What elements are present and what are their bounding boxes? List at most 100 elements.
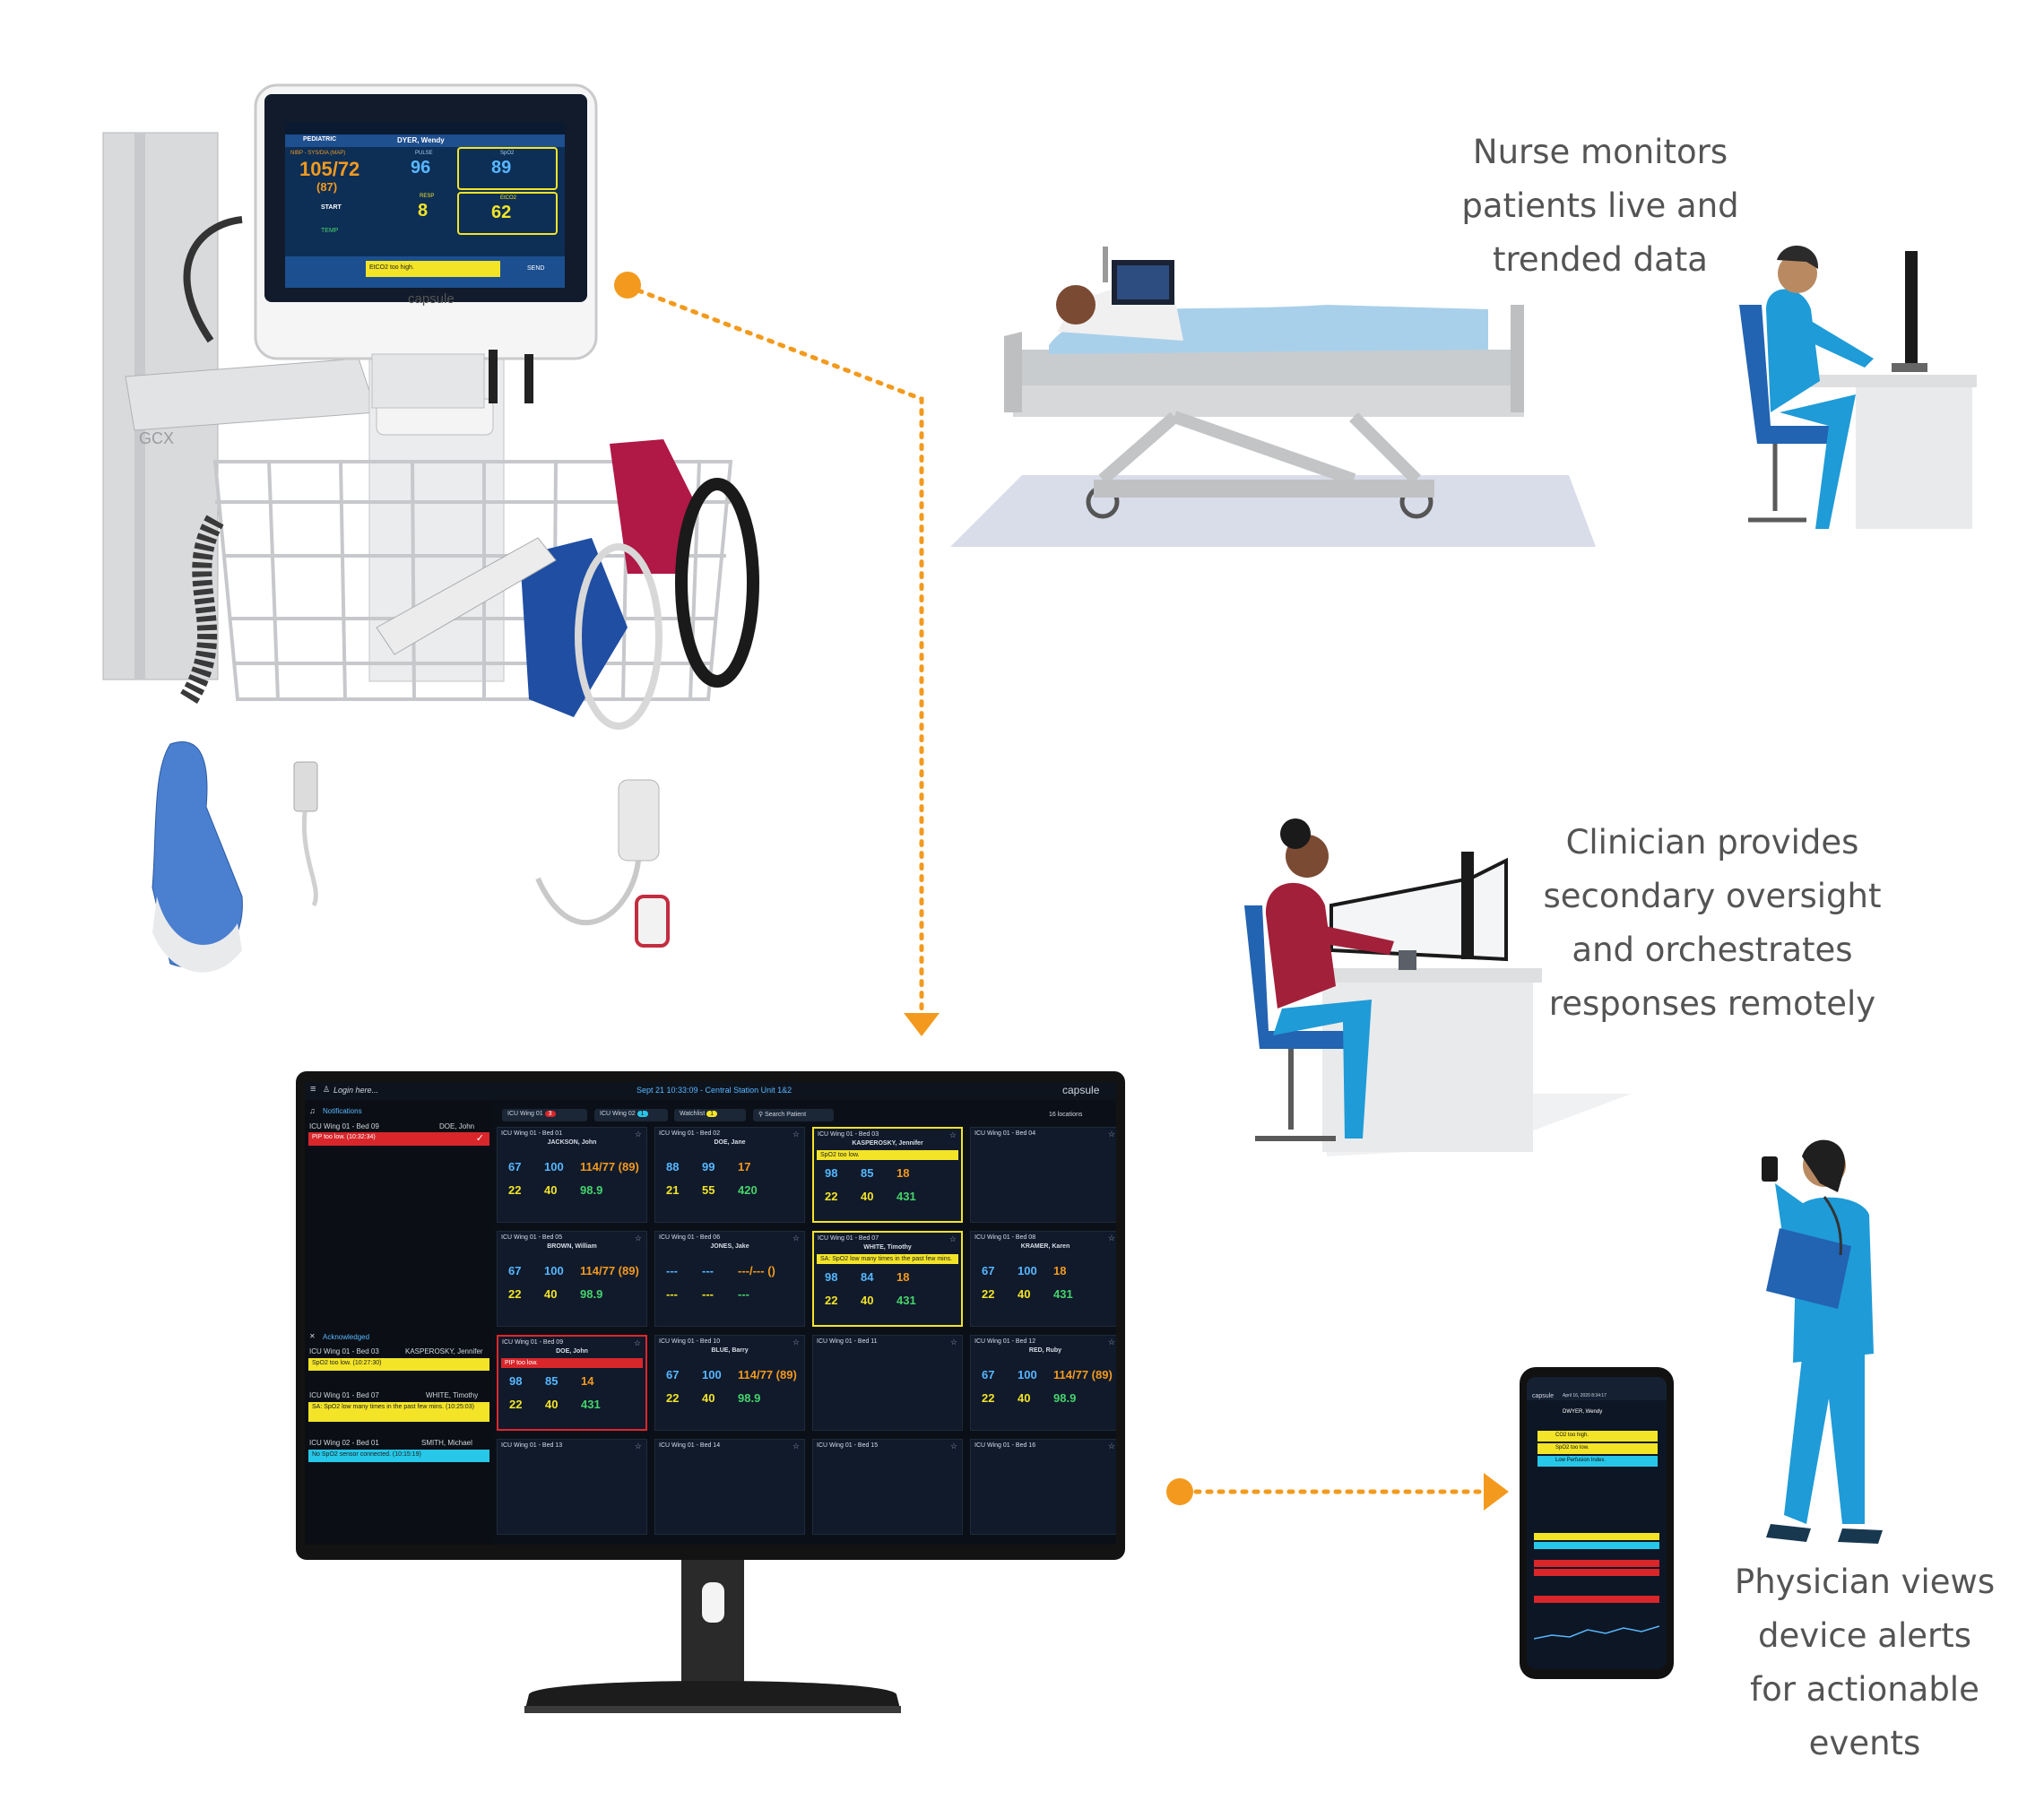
notifications-heading: Notifications — [323, 1107, 362, 1115]
bed-vital-v4: 22 — [509, 1398, 523, 1411]
device-mode: PEDIATRIC — [303, 136, 337, 143]
bed-alert-text: SA: SpO2 low many times in the past few … — [820, 1256, 953, 1262]
bed-vital-v3: 18 — [1053, 1264, 1067, 1277]
bed-vital-v5: 40 — [544, 1183, 558, 1197]
bed-patient-name: DOE, Jane — [714, 1139, 746, 1146]
bed-label: ICU Wing 01 - Bed 06 — [659, 1234, 721, 1241]
bed-alert-text: SpO2 too low. — [820, 1152, 860, 1158]
star-icon[interactable]: ☆ — [949, 1442, 957, 1450]
bed-vital-v6: 431 — [896, 1294, 916, 1307]
bed-vital-v6: 431 — [1053, 1287, 1073, 1301]
bed-vital-v5: 40 — [1018, 1287, 1031, 1301]
notif-patient: DOE, John — [439, 1122, 475, 1130]
bed-vital-v6: --- — [738, 1287, 749, 1301]
bed-vital-v2: 100 — [544, 1160, 564, 1173]
tab-watchlist[interactable]: Watchlist 1 — [674, 1109, 746, 1121]
star-icon[interactable]: ☆ — [949, 1338, 957, 1346]
star-icon[interactable]: ☆ — [1107, 1234, 1115, 1243]
arrow-head-right — [1484, 1473, 1509, 1511]
star-icon[interactable]: ☆ — [792, 1338, 800, 1346]
bed-tile[interactable]: ICU Wing 01 - Bed 03☆KASPEROSKY, Jennife… — [812, 1127, 963, 1223]
station-title: Sept 21 10:33:09 - Central Station Unit … — [637, 1086, 792, 1095]
ack-location-2: ICU Wing 01 - Bed 07 — [309, 1391, 379, 1399]
star-icon[interactable]: ☆ — [792, 1130, 800, 1139]
notif-alert-text: PIP too low. (10:32:34) — [312, 1134, 376, 1140]
bed-tile[interactable]: ICU Wing 01 - Bed 16☆ — [970, 1439, 1116, 1535]
phone-patient-name: DWYER, Wendy — [1563, 1409, 1603, 1415]
phone-alert-2[interactable]: SpO2 too low. — [1537, 1443, 1658, 1454]
pulse-value: 96 — [411, 158, 431, 178]
bed-vital-v2: 85 — [861, 1166, 874, 1180]
tab-icu-wing-01[interactable]: ICU Wing 01 3 — [502, 1109, 587, 1121]
bed-tile[interactable]: ICU Wing 01 - Bed 06☆JONES, Jake--------… — [654, 1231, 805, 1327]
bed-vital-v1: 67 — [508, 1264, 522, 1277]
star-icon[interactable]: ☆ — [633, 1338, 641, 1347]
notif-alert[interactable]: PIP too low. (10:32:34) ✓ — [308, 1132, 489, 1146]
ack-patient-2: WHITE, Timothy — [426, 1391, 479, 1399]
device-brand-logo: capsule — [408, 291, 455, 307]
bed-alert[interactable]: SpO2 too low. — [817, 1150, 958, 1160]
star-icon[interactable]: ☆ — [948, 1234, 957, 1243]
arrow-line-device-to-station — [636, 288, 924, 1011]
bed-vital-v5: 40 — [545, 1398, 559, 1411]
ack-patient-1: KASPEROSKY, Jennifer — [405, 1347, 483, 1355]
star-icon[interactable]: ☆ — [1107, 1442, 1115, 1450]
tab-label: ICU Wing 01 — [507, 1111, 543, 1117]
nibp-start-button[interactable]: START — [321, 204, 342, 211]
login-link[interactable]: Login here... — [333, 1086, 379, 1095]
star-icon[interactable]: ☆ — [634, 1130, 642, 1139]
tab-icu-wing-02[interactable]: ICU Wing 02 1 — [594, 1109, 668, 1121]
star-icon[interactable]: ☆ — [792, 1442, 800, 1450]
bed-vital-v5: 40 — [861, 1190, 874, 1203]
device-alert-banner[interactable]: EtCO2 too high. — [366, 261, 500, 277]
device-alert-text: EtCO2 too high. — [369, 264, 414, 271]
bed-tile[interactable]: ICU Wing 01 - Bed 13 ☆ — [497, 1439, 647, 1535]
star-icon[interactable]: ☆ — [1107, 1338, 1115, 1346]
bed-alert[interactable]: SA: SpO2 low many times in the past few … — [817, 1254, 958, 1264]
bed-tile[interactable]: ICU Wing 01 - Bed 11☆ — [812, 1335, 963, 1431]
phone-alert-1[interactable]: CO2 too high. — [1537, 1431, 1658, 1442]
star-icon[interactable]: ☆ — [792, 1234, 800, 1243]
bed-vital-v1: 67 — [666, 1368, 680, 1381]
locations-dropdown[interactable]: 16 locations — [1049, 1112, 1083, 1118]
ack-alert-3[interactable]: No SpO2 sensor connected. (10:15:19) — [308, 1450, 489, 1462]
ack-patient-3: SMITH, Michael — [421, 1439, 472, 1447]
search-patient-button[interactable]: ⚲ Search Patient — [753, 1109, 834, 1121]
ack-alert-1[interactable]: SpO2 too low. (10:27:30) — [308, 1358, 489, 1371]
central-station-screen: ≡ ♙ Login here... Sept 21 10:33:09 - Cen… — [305, 1082, 1116, 1545]
bed-tile[interactable]: ICU Wing 01 - Bed 15☆ — [812, 1439, 963, 1535]
bed-tile[interactable]: ICU Wing 01 - Bed 14☆ — [654, 1439, 805, 1535]
bed-vital-v5: 40 — [702, 1391, 715, 1405]
acknowledge-check-icon[interactable]: ✓ — [475, 1133, 484, 1144]
device-send-button[interactable]: SEND — [527, 265, 545, 272]
nibp-map: (87) — [316, 180, 338, 194]
bed-label: ICU Wing 01 - Bed 02 — [659, 1130, 721, 1137]
star-icon[interactable]: ☆ — [634, 1442, 642, 1450]
bed-tile[interactable]: ICU Wing 01 - Bed 04☆ — [970, 1127, 1116, 1223]
bed-label: ICU Wing 01 - Bed 13 — [501, 1442, 563, 1449]
bed-vital-v5: 55 — [702, 1183, 715, 1197]
bed-vital-v4: --- — [666, 1287, 678, 1301]
star-icon[interactable]: ☆ — [948, 1130, 957, 1139]
bed-vital-v1: 67 — [508, 1160, 522, 1173]
spo2-label: SpO2 — [500, 151, 515, 156]
star-icon[interactable]: ☆ — [1107, 1130, 1115, 1139]
menu-icon[interactable]: ≡ — [310, 1084, 316, 1095]
bed-vital-v2: 100 — [544, 1264, 564, 1277]
star-icon[interactable]: ☆ — [634, 1234, 642, 1243]
phone-alert-3[interactable]: Low Perfusion Index. — [1537, 1456, 1658, 1467]
bed-label: ICU Wing 01 - Bed 08 — [974, 1234, 1036, 1241]
ack-alert-2[interactable]: SA: SpO2 low many times in the past few … — [308, 1402, 489, 1422]
search-icon: ⚲ — [758, 1112, 764, 1118]
bed-alert[interactable]: PIP too low. — [501, 1358, 643, 1368]
bed-vital-v2: 100 — [1018, 1264, 1037, 1277]
bed-label: ICU Wing 01 - Bed 09 — [502, 1339, 564, 1346]
